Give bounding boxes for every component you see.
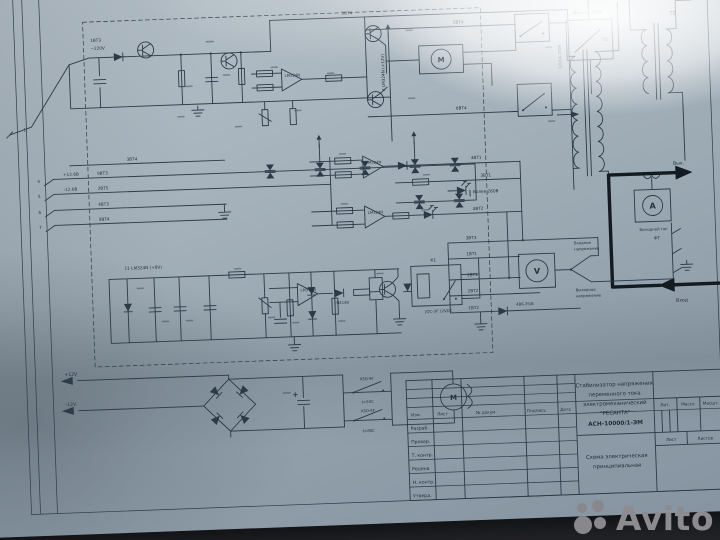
ic-label: LM324N [285, 72, 301, 78]
voltage-label: -12.6В [64, 187, 78, 193]
net-label: 4ВТ1 [471, 155, 482, 160]
net-label: ~220V [90, 45, 105, 51]
servo-driver-section: LM324N 3ВТ4 5ВТ4 6ВТ4 М 1 [251, 9, 572, 127]
tb-row-label: Провер. [411, 439, 430, 446]
tb-col-header: Лист [437, 411, 448, 416]
part-label: 1N4148 [334, 300, 350, 306]
net-label: 2ВТ1 [467, 272, 478, 277]
min-voltage-section: Меньше 140В [565, 0, 614, 95]
voltmeter-letter: V [534, 267, 541, 276]
switch-label: напряжение [574, 245, 600, 251]
net-label: 3ВТ4 [126, 156, 137, 161]
motor-letter: M [450, 394, 457, 402]
tb-sheets-label: Листов [697, 435, 713, 441]
pin-number: 4 [37, 179, 40, 184]
ic-label: LM324N [366, 159, 382, 165]
thermal-switch-label: t>80C [363, 428, 376, 433]
tb-col-header: Подпись [527, 408, 547, 414]
bus-section: 4 5 6 7 3ВТ4 +12.6В 9ВТ3 -12.6В 2ВТ5 4ВТ… [37, 130, 477, 233]
switch-label: Входное [574, 240, 592, 246]
threshold-label: Более 260В [473, 188, 499, 194]
voltage-label: +12V [64, 372, 78, 378]
relay-ref: К1 [430, 257, 436, 262]
ic-label: LM324N [300, 287, 316, 293]
pin-number: 5 [38, 194, 41, 199]
tb-lit-label: Лит. [660, 402, 670, 407]
net-label: 1ВТ1 [466, 251, 477, 256]
threshold-label: Меньше 140В [572, 9, 602, 15]
net-label: 1ВТ3 [90, 38, 101, 43]
ammeter-caption: Выходной ток [639, 226, 668, 232]
tb-col-header: Дата [560, 407, 571, 412]
tb-doc-title: "РЕСАНТА" [600, 410, 630, 417]
tb-row-label: Н. контр. [413, 479, 435, 486]
tb-mass-label: Масса [681, 401, 695, 407]
terminal-label: Вых. [673, 160, 684, 166]
pin-number: 1 [23, 127, 26, 132]
voltage-label: -12V [65, 402, 77, 408]
switch-label: Выходное [576, 287, 597, 293]
ic-label: LM324N [368, 209, 384, 215]
net-label: 3ВТ4 [341, 10, 352, 15]
net-label: 4ВТ3 [98, 201, 109, 206]
terminal-label: Вход [676, 297, 688, 303]
pin-number: 7 [39, 225, 42, 230]
thermal-switch-label: KSD-9F [360, 376, 374, 382]
pin-number: 6 [38, 210, 41, 215]
net-label: 1ВТ2 [468, 305, 479, 310]
avito-logo-icon [573, 500, 606, 534]
motor-letter: М [438, 56, 445, 64]
net-label: 2ВТ2 [468, 288, 479, 293]
tb-doc-title: переменного тока [588, 391, 640, 399]
tb-row-label: Т. контр. [411, 452, 434, 459]
illegible-values [136, 0, 580, 394]
thermal-switch-label: KSD-9F [361, 408, 375, 414]
part-label: 4В6-35/В [516, 301, 534, 307]
tb-row-label: Разраб. [411, 425, 429, 432]
net-label: 9ВТ4 [99, 216, 110, 221]
tb-doc-title: Стабилизатор напряжения [576, 381, 653, 390]
avito-watermark: Avito [573, 500, 714, 536]
output-arrow [675, 165, 693, 180]
net-label: ФТ [654, 235, 661, 240]
tb-row-label: Утверд. [413, 493, 432, 500]
watermark-text: Avito [615, 498, 714, 538]
net-label: 4ВТ2 [473, 206, 484, 211]
supply-label: 4 LM324N (+12V) [380, 53, 386, 91]
tb-col-header: № докум. [476, 409, 497, 415]
relay-part-label: JQC-3F 12VDC [424, 308, 452, 314]
net-label: 9ВТ3 [97, 170, 108, 175]
voltage-label: +12.6В [63, 172, 79, 178]
contact-rating-label: 12(2)А 250В [557, 44, 563, 68]
input-section: 1 1ВТ3 ~220V [6, 19, 391, 139]
input-arrow [658, 277, 675, 292]
ammeter-letter: A [649, 201, 656, 210]
title-block: Изм. Лист № докум. Подпись Дата Разраб. … [405, 368, 720, 502]
net-label: 6ВТ4 [456, 105, 467, 110]
tb-doc-subtitle: принципиальная [593, 463, 641, 471]
net-label: 3ВТ1 [480, 172, 491, 177]
net-label: 5ВТ4 [453, 19, 464, 24]
tb-sheet-label: Лист [666, 437, 677, 442]
ic-supply-label: 11 LM324N (+8V) [124, 265, 162, 271]
psu-section: 11 LM324N (+8V) [108, 265, 402, 352]
output-section: Вых. Вход A Выходной ток ФТ [606, 160, 720, 304]
net-label: 2ВТ5 [98, 185, 109, 190]
tb-doc-title: электромеханический [583, 399, 647, 408]
switch-label: напряжение [576, 292, 602, 298]
tb-row-label: Рецена [412, 466, 430, 473]
transformer-ref: Т1 [601, 37, 608, 43]
net-label: 3ВТ3 [466, 235, 477, 240]
transformer-ref: Т2 [669, 11, 676, 17]
tb-col-header: Изм. [411, 412, 421, 417]
tb-scale-label: Масшт. [703, 400, 719, 406]
voltmeter-section: 3ВТ3 1ВТ1 2ВТ1 2ВТ2 1ВТ2 4В6-35/В V Вход… [447, 235, 674, 331]
tb-doc-subtitle: Схема электрическая [586, 453, 648, 461]
thermal-switch-label: t>50C [361, 399, 374, 404]
tb-doc-title: АСН-10000/1-ЭМ [588, 420, 643, 428]
